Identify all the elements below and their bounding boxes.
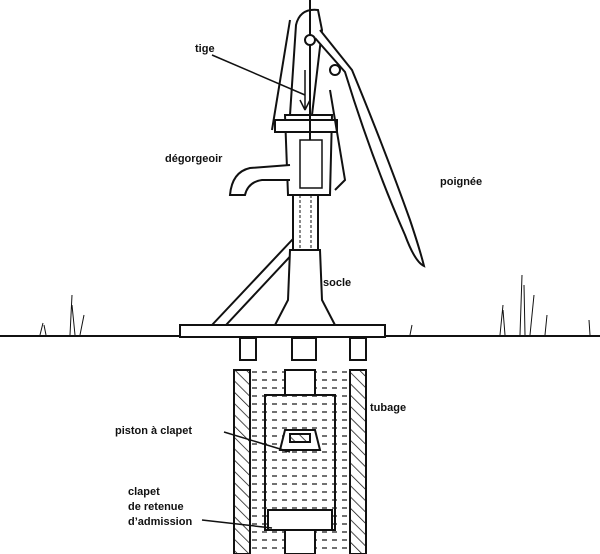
- label-handle: poignée: [440, 176, 483, 188]
- leader-tige: [211, 54, 306, 96]
- spout: [228, 164, 291, 196]
- label-check-valve-2: de retenue: [128, 501, 184, 513]
- check-valve: [267, 509, 333, 531]
- leader-clapet: [201, 519, 273, 529]
- label-check-valve-3: d’admission: [128, 516, 193, 528]
- label-check-valve-1: clapet: [128, 486, 160, 498]
- grass: [39, 274, 591, 336]
- casing-right: [349, 369, 367, 554]
- label-rod: tige: [195, 43, 215, 55]
- casing-left: [233, 369, 251, 554]
- base-plate: [179, 324, 386, 338]
- handle: [314, 29, 426, 268]
- label-base: socle: [323, 277, 352, 289]
- label-casing: tubage: [370, 402, 407, 414]
- leader-piston: [223, 431, 291, 453]
- pump-column: [292, 191, 319, 251]
- socle: [273, 249, 337, 326]
- label-spout: dégorgeoir: [165, 153, 223, 165]
- label-piston: piston à clapet: [115, 425, 193, 437]
